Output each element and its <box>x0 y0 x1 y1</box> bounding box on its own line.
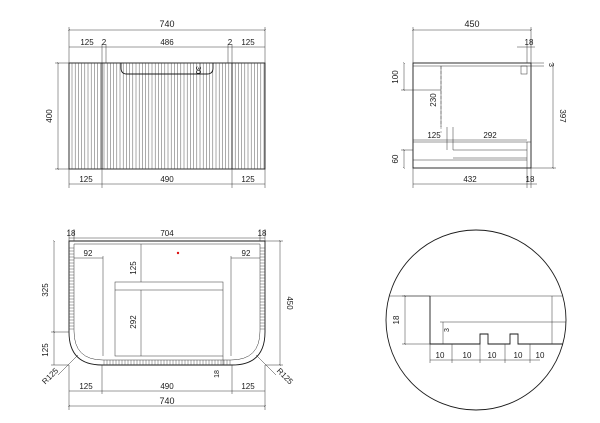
plan-drawer <box>114 281 224 357</box>
side-upper: 100 <box>391 70 400 84</box>
front-bottom-1: 125 <box>79 175 93 184</box>
detail-space-4: 10 <box>514 351 523 360</box>
side-shelf-width: 292 <box>483 131 497 140</box>
plan-outer <box>68 240 266 366</box>
front-elevation: 740 125 2 486 2 125 30 400 125 490 125 <box>45 19 267 188</box>
front-bottom-2: 490 <box>160 175 174 184</box>
detail-space-3: 10 <box>488 351 497 360</box>
plan-right-inset: 92 <box>242 249 251 258</box>
detail-space-5: 10 <box>536 351 545 360</box>
front-seg-4: 2 <box>228 38 233 47</box>
front-handle-depth: 30 <box>194 66 201 74</box>
detail-height: 18 <box>392 315 401 324</box>
plan-overall: 740 <box>159 396 174 406</box>
detail-space-1: 10 <box>436 351 445 360</box>
front-seg-3: 486 <box>160 38 174 47</box>
side-outline <box>412 62 532 169</box>
plan-overall-depth: 450 <box>285 296 294 310</box>
side-top-offset: 3 <box>547 63 554 67</box>
plan-view: 18 704 18 92 92 125 292 325 125 450 18 R… <box>40 229 295 410</box>
plan-radius-right: R125 <box>275 366 295 386</box>
plan-corner-height: 125 <box>41 343 50 357</box>
plan-inner <box>73 243 261 361</box>
plan-bottom-1: 125 <box>79 382 93 391</box>
side-section: 450 18 3 100 230 397 125 292 60 432 <box>391 19 567 188</box>
side-bottom-gap: 18 <box>526 175 535 184</box>
side-toe: 60 <box>391 154 400 163</box>
front-outline <box>68 62 266 170</box>
plan-center-mark <box>176 251 180 255</box>
plan-radius-left: R125 <box>40 366 60 386</box>
detail-notch: 3 <box>444 328 451 332</box>
detail-space-2: 10 <box>463 351 472 360</box>
front-seg-5: 125 <box>241 38 255 47</box>
plan-bottom-gap: 18 <box>214 370 221 378</box>
front-overall-top: 740 <box>159 19 174 29</box>
plan-bottom-3: 125 <box>241 382 255 391</box>
side-shelf-offset: 125 <box>427 131 441 140</box>
plan-right-edge: 18 <box>258 229 267 238</box>
front-flutes <box>71 63 265 169</box>
front-seg-1: 125 <box>80 38 94 47</box>
plan-bottom-2: 490 <box>160 382 174 391</box>
side-inner-height: 230 <box>429 93 438 107</box>
plan-left-depth: 325 <box>41 283 50 297</box>
detail-circle: 18 3 10 10 10 10 10 <box>385 229 567 411</box>
plan-inner-width: 704 <box>160 229 174 238</box>
side-depth: 450 <box>464 19 479 29</box>
plan-left-inset: 92 <box>84 249 93 258</box>
plan-left-edge: 18 <box>67 229 76 238</box>
front-height: 400 <box>45 109 54 123</box>
plan-drawer-depth: 292 <box>129 315 138 329</box>
front-handle-recess <box>120 63 214 75</box>
detail-outline <box>385 229 567 411</box>
plan-mid-offset: 125 <box>129 261 138 275</box>
front-bottom-3: 125 <box>241 175 255 184</box>
side-overall-height: 397 <box>558 109 567 123</box>
side-top-gap: 18 <box>525 38 534 47</box>
plan-flutes <box>69 247 265 365</box>
front-seg-2: 2 <box>102 38 107 47</box>
detail-profile <box>429 296 566 345</box>
side-bottom-depth: 432 <box>463 175 477 184</box>
